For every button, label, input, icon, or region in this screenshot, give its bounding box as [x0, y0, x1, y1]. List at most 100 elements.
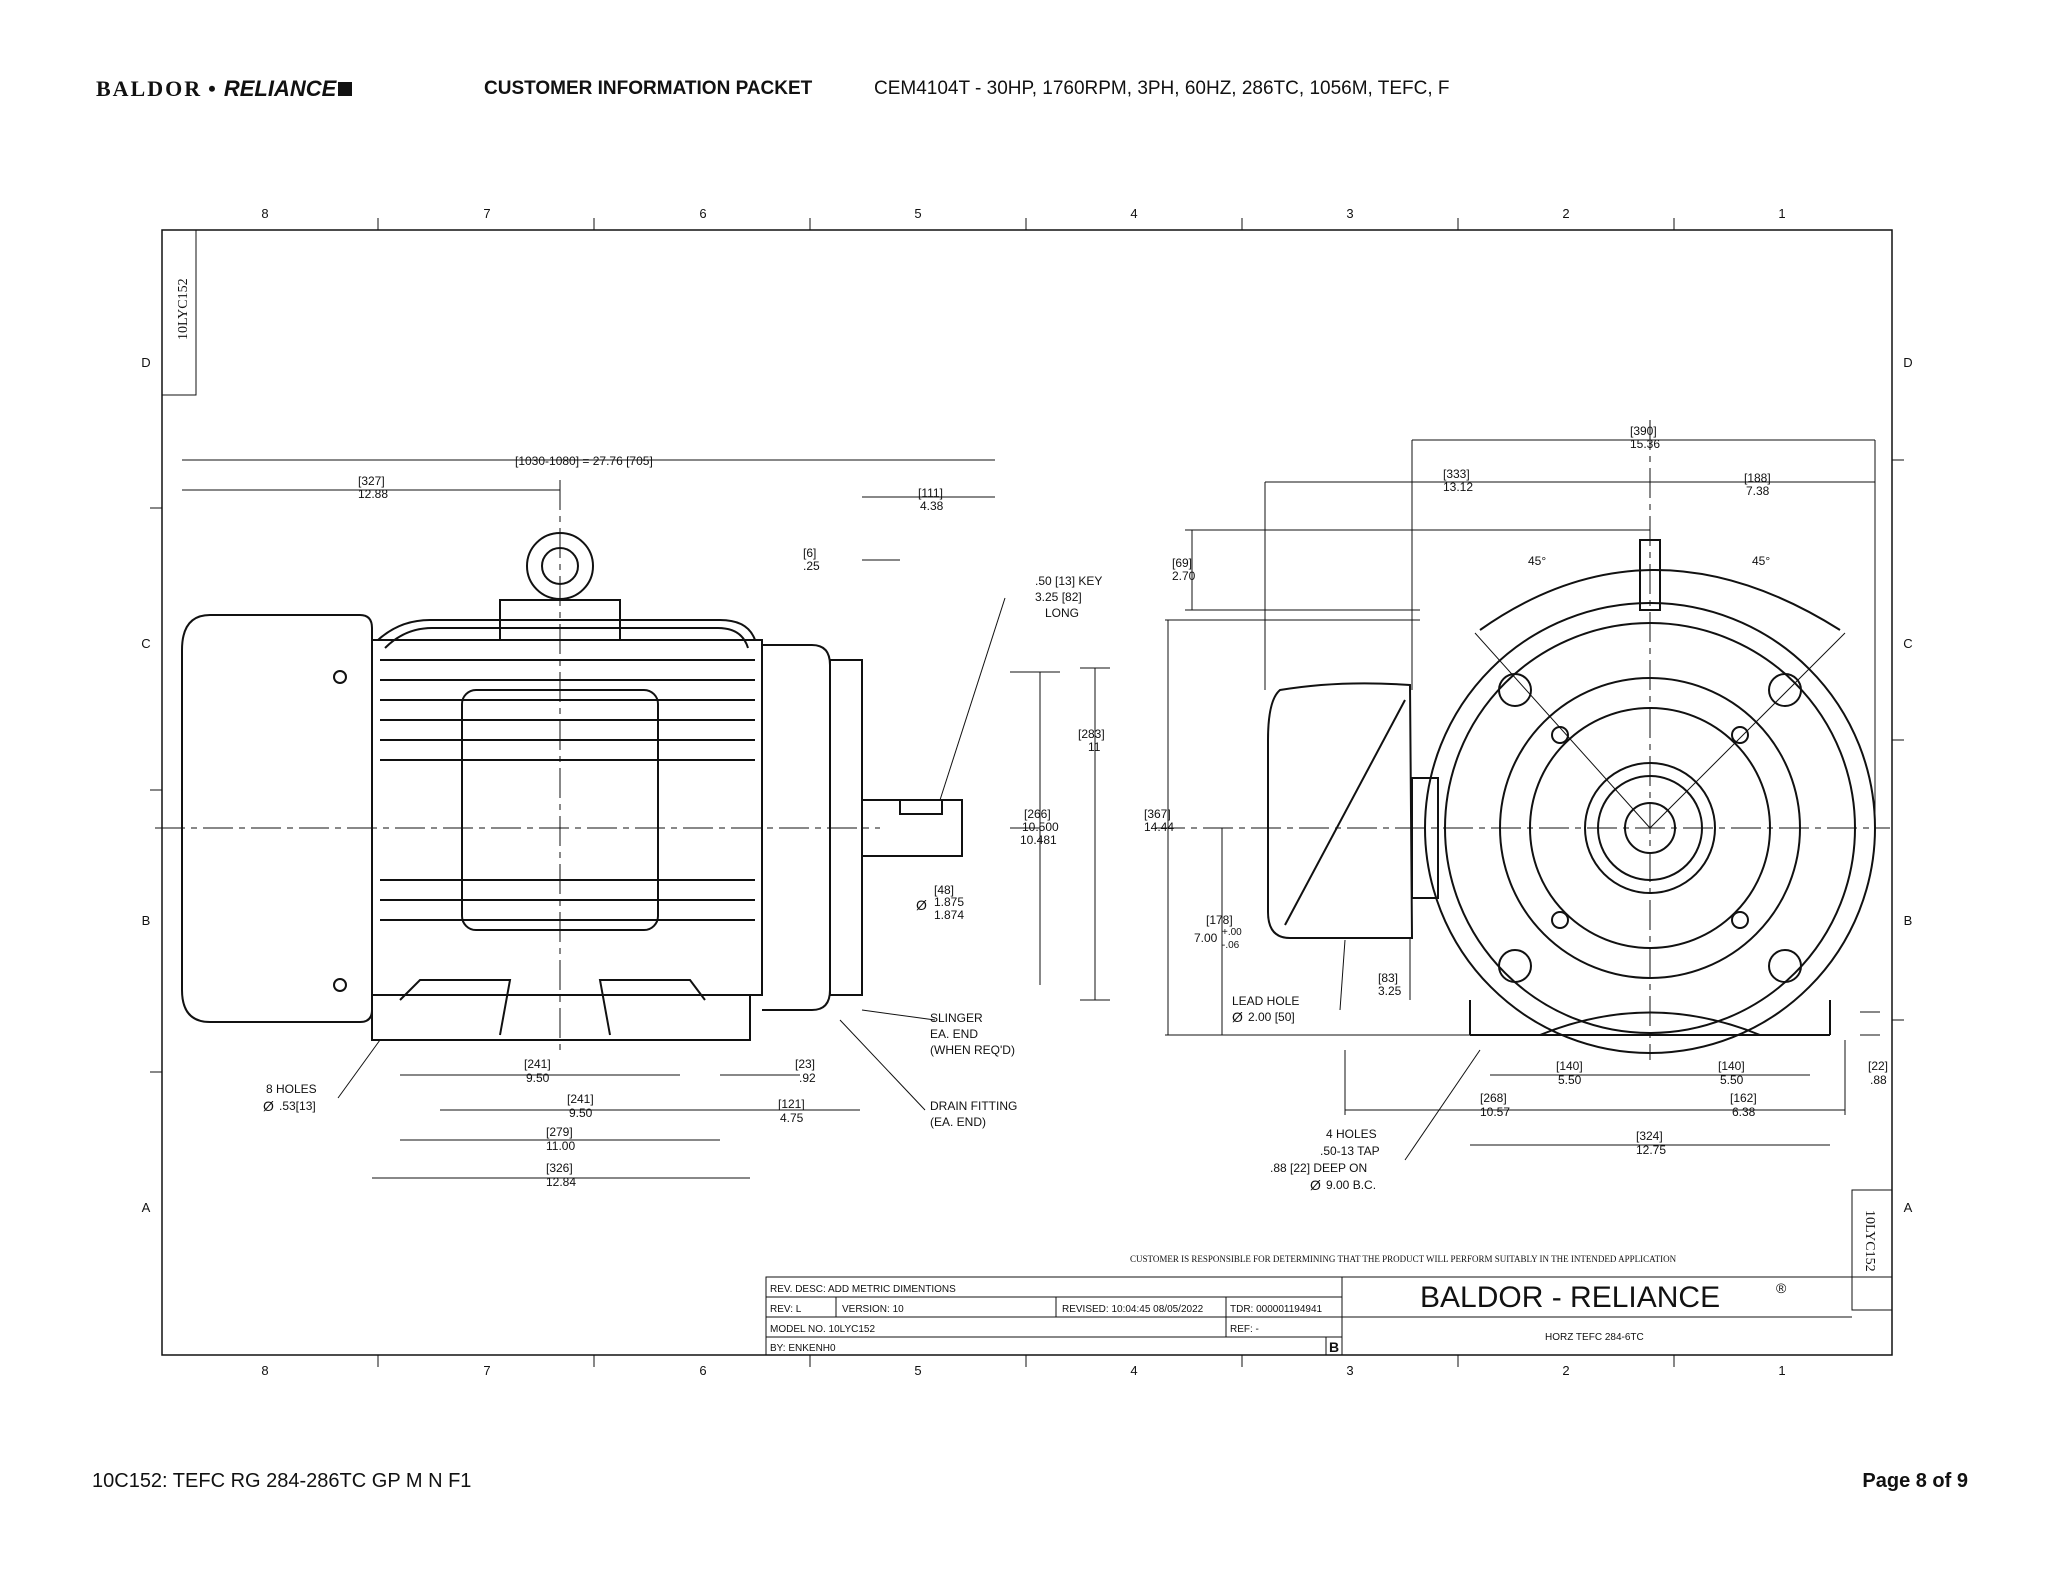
dim-140a: [140] [1556, 1059, 1583, 1073]
dim-178-in: 7.00 [1194, 931, 1218, 945]
drain-note-1: DRAIN FITTING [930, 1099, 1017, 1113]
diameter-icon: Ø [916, 897, 927, 913]
dim-266-in-b: 10.481 [1020, 833, 1057, 847]
sheet-size: B [1329, 1339, 1339, 1355]
dim-111-in: 4.38 [920, 499, 944, 513]
model-description: CEM4104T - 30HP, 1760RPM, 3PH, 60HZ, 286… [874, 78, 1450, 99]
dim-178: [178] [1206, 913, 1233, 927]
dim-327-in: 12.88 [358, 487, 388, 501]
dim-324: [324] [1636, 1129, 1663, 1143]
dim-140b: [140] [1718, 1059, 1745, 1073]
tdr: TDR: 000001194941 [1230, 1304, 1323, 1315]
dim-367-in: 14.44 [1144, 820, 1174, 834]
dim-367: [367] [1144, 807, 1171, 821]
key-note-1: .50 [13] KEY [1035, 574, 1102, 588]
zone-col-8-top: 8 [261, 206, 268, 221]
zone-ticks [150, 218, 1904, 1367]
side-view-dimension-text: [1030-1080] = 27.76 [705] [327] 12.88 [1… [263, 454, 1105, 1189]
drawing-title: HORZ TEFC 284-6TC [1545, 1332, 1644, 1343]
dim-162-in: 6.38 [1732, 1105, 1756, 1119]
ref: REF: - [1230, 1324, 1259, 1335]
dim-83-in: 3.25 [1378, 984, 1402, 998]
dim-279: [279] [546, 1125, 573, 1139]
dim-6: [6] [803, 546, 816, 560]
dim-266-in-a: 10.500 [1022, 820, 1059, 834]
title-block-text: REV. DESC: ADD METRIC DIMENTIONS REV: L … [770, 1284, 1644, 1355]
slinger-note-2: EA. END [930, 1027, 978, 1041]
brand-separator: • [208, 76, 218, 101]
tol-plus: +.00 [1222, 927, 1242, 938]
zone-row-b-right: B [1904, 913, 1913, 928]
diameter-icon: Ø [1232, 1009, 1243, 1025]
lead-hole-note-2: 2.00 [50] [1248, 1010, 1295, 1024]
lead-hole-note-1: LEAD HOLE [1232, 994, 1299, 1008]
diameter-icon: Ø [263, 1098, 274, 1114]
dim-22-in: .88 [1870, 1073, 1887, 1087]
dim-324-in: 12.75 [1636, 1143, 1666, 1157]
registered-mark: ® [1776, 1280, 1787, 1296]
dim-241b-in: 9.50 [569, 1106, 593, 1120]
slinger-note-1: SLINGER [930, 1011, 983, 1025]
dim-327: [327] [358, 474, 385, 488]
dim-23-in: .92 [799, 1071, 816, 1085]
holes-note-1: 8 HOLES [266, 1082, 317, 1096]
zone-col-5-top: 5 [914, 206, 921, 221]
taps-note-1: 4 HOLES [1326, 1127, 1377, 1141]
zone-col-3-bottom: 3 [1346, 1363, 1353, 1378]
dim-241a: [241] [524, 1057, 551, 1071]
dim-overall: [1030-1080] = 27.76 [705] [515, 454, 653, 468]
dim-140a-in: 5.50 [1558, 1073, 1582, 1087]
zone-col-1-bottom: 1 [1778, 1363, 1785, 1378]
title-block [765, 1276, 1893, 1356]
zone-col-2-top: 2 [1562, 206, 1569, 221]
end-view-motor [1155, 420, 1890, 1060]
key-note-3: LONG [1045, 606, 1079, 620]
zone-col-7-bottom: 7 [483, 1363, 490, 1378]
dim-83: [83] [1378, 971, 1398, 985]
dim-162: [162] [1730, 1091, 1757, 1105]
packet-title: CUSTOMER INFORMATION PACKET [484, 78, 813, 99]
dim-241a-in: 9.50 [526, 1071, 550, 1085]
zone-row-d-right: D [1903, 355, 1912, 370]
tol-minus: -.06 [1222, 940, 1240, 951]
key-note-2: 3.25 [82] [1035, 590, 1082, 604]
zone-col-7-top: 7 [483, 206, 490, 221]
dim-266: [266] [1024, 807, 1051, 821]
zone-col-3-top: 3 [1346, 206, 1353, 221]
zone-labels: 8 7 6 5 4 3 2 1 8 7 6 5 4 3 2 1 D C B A … [141, 206, 1912, 1378]
zone-col-5-bottom: 5 [914, 1363, 921, 1378]
rev-desc: REV. DESC: ADD METRIC DIMENTIONS [770, 1284, 956, 1295]
drawing-border [161, 229, 1893, 1356]
dim-6-in: .25 [803, 559, 820, 573]
dim-283-in: 11 [1088, 740, 1101, 754]
slinger-note-3: (WHEN REQ'D) [930, 1043, 1015, 1057]
dim-140b-in: 5.50 [1720, 1073, 1744, 1087]
zone-col-6-top: 6 [699, 206, 706, 221]
zone-col-1-top: 1 [1778, 206, 1785, 221]
holes-note-2: .53[13] [279, 1099, 316, 1113]
drawing-number-box-top [161, 229, 197, 396]
rev: REV: L [770, 1304, 802, 1315]
dim-326: [326] [546, 1161, 573, 1175]
customer-disclaimer: CUSTOMER IS RESPONSIBLE FOR DETERMINING … [1130, 1254, 1677, 1264]
drawing-number-box-side [1851, 1189, 1893, 1311]
dim-326-in: 12.84 [546, 1175, 576, 1189]
brand-logo: BALDOR • RELIANCE [96, 74, 353, 104]
dim-390: [390] [1630, 424, 1657, 438]
drain-note-2: (EA. END) [930, 1115, 986, 1129]
zone-col-4-top: 4 [1130, 206, 1137, 221]
shaft-dia-b: 1.874 [934, 908, 964, 922]
company-name: BALDOR - RELIANCE [1420, 1281, 1720, 1314]
brand-left: BALDOR [96, 76, 203, 101]
side-view-motor [155, 480, 963, 1050]
dim-333: [333] [1443, 467, 1470, 481]
zone-row-a-right: A [1904, 1200, 1913, 1215]
zone-col-2-bottom: 2 [1562, 1363, 1569, 1378]
drawing-number-side: 10LYC152 [1862, 1210, 1877, 1272]
dim-111: [111] [918, 486, 943, 500]
zone-row-d-left: D [141, 355, 150, 370]
dim-333-in: 13.12 [1443, 480, 1473, 494]
angle-left: 45° [1528, 554, 1546, 568]
zone-row-c-right: C [1903, 636, 1912, 651]
